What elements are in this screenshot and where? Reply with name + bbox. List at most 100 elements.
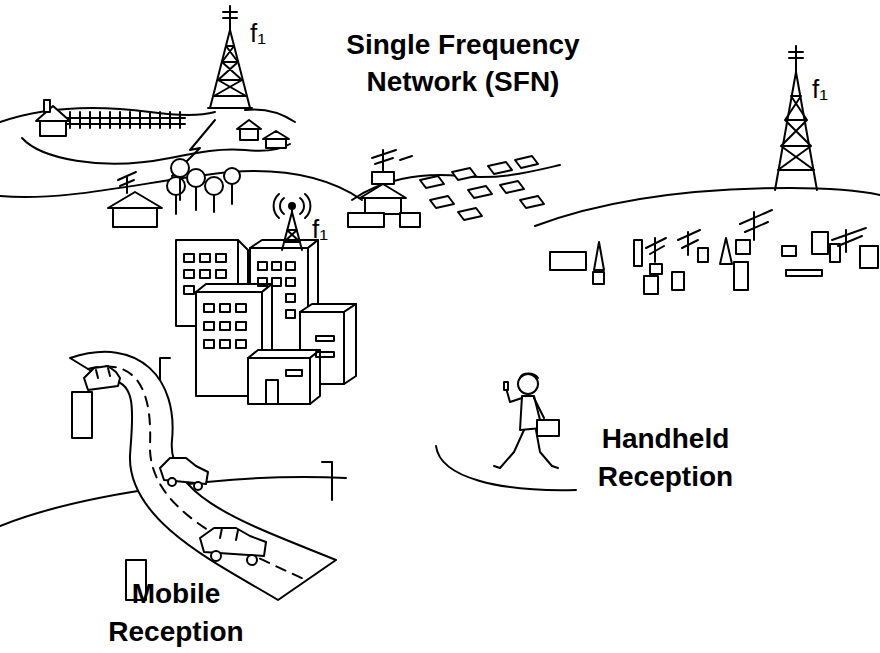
suburb-houses (782, 246, 796, 256)
house-with-antenna (113, 207, 157, 227)
highway (322, 462, 332, 500)
cars (160, 458, 208, 484)
small-houses (237, 120, 289, 148)
suburb-houses (593, 272, 604, 284)
handheld-area (436, 446, 576, 490)
farmhouse (36, 100, 70, 136)
frequency-label: f₁ (800, 74, 840, 104)
highway (72, 392, 92, 438)
city-buildings (316, 352, 334, 357)
house-with-antenna (108, 192, 162, 208)
city-buildings (310, 350, 320, 404)
rooftop-transmitter (274, 194, 311, 250)
cars (84, 366, 266, 565)
transmitter-tower (223, 6, 237, 30)
cars (220, 528, 238, 540)
highway (70, 352, 336, 600)
trees (176, 177, 232, 214)
rooftop-transmitter (289, 203, 295, 209)
transmitter-tower (789, 46, 803, 72)
trees (205, 177, 223, 195)
pagoda-house (360, 184, 406, 198)
village-roofs (458, 208, 482, 220)
cars (194, 482, 202, 490)
farmhouse (40, 120, 66, 136)
city-buildings (258, 262, 295, 318)
suburb-houses (644, 276, 658, 294)
pagoda-house (348, 213, 384, 227)
city-buildings (176, 240, 356, 404)
walking-person (537, 420, 559, 436)
trees (187, 169, 205, 187)
transmitter-tower (208, 6, 252, 108)
village-roofs (430, 196, 454, 208)
rooftop-transmitter (282, 212, 302, 250)
suburb-houses (786, 270, 822, 276)
small-houses (237, 120, 261, 129)
transmitter-tower (778, 96, 814, 170)
transmitter-tower (214, 46, 246, 96)
left-hills (22, 138, 290, 164)
cars (247, 555, 257, 565)
suburb-houses (678, 230, 700, 255)
village-roofs (452, 168, 476, 180)
cars (84, 366, 120, 390)
trees (171, 159, 189, 177)
city-buildings (248, 358, 310, 404)
city-buildings (204, 304, 246, 348)
trees (167, 159, 240, 214)
trees (167, 177, 185, 195)
city-buildings (266, 380, 278, 404)
city-buildings (316, 336, 334, 341)
pagoda-house (400, 213, 420, 227)
village-roofs (420, 176, 444, 188)
suburb-houses (860, 246, 878, 268)
village-roofs (468, 186, 492, 198)
highway (0, 352, 346, 600)
fence (62, 112, 185, 128)
cars (168, 478, 176, 486)
cars (211, 551, 221, 561)
frequency-label: f₁ (300, 214, 340, 244)
suburb-houses (650, 264, 662, 274)
right-hill (535, 188, 880, 226)
cars (96, 368, 110, 378)
reception-label: Mobile Reception (96, 575, 256, 651)
trees (224, 168, 240, 184)
small-houses (263, 131, 289, 139)
walking-person (518, 374, 538, 394)
reception-label: Handheld Reception (578, 420, 753, 496)
walking-person (494, 466, 558, 468)
suburb-houses (812, 232, 828, 254)
walking-person (504, 382, 508, 390)
farmhouse (36, 106, 70, 121)
suburb-houses (736, 240, 750, 254)
transmitter-tower (775, 46, 817, 190)
pagoda-house (348, 150, 560, 227)
suburb-houses (550, 210, 878, 294)
city-buildings (248, 350, 320, 358)
left-hills (0, 108, 215, 122)
diagram-title: Single Frequency Network (SFN) (318, 26, 608, 100)
suburb-houses (550, 252, 586, 270)
suburb-houses (646, 238, 666, 262)
walking-person (520, 374, 538, 379)
house-with-antenna (118, 172, 136, 193)
village-roofs (488, 162, 512, 174)
suburb-houses (720, 238, 732, 264)
transmitter-tower (208, 30, 252, 108)
suburb-houses (634, 240, 642, 266)
suburb-houses (594, 242, 604, 270)
village-roofs (420, 156, 544, 220)
frequency-label: f₁ (238, 18, 278, 48)
left-hills (245, 110, 295, 123)
village-roofs (515, 156, 538, 168)
house-with-antenna (108, 172, 162, 227)
highway (88, 366, 306, 580)
walking-person (494, 374, 559, 469)
city-buildings (286, 370, 302, 376)
pagoda-house (372, 172, 394, 184)
farmhouse (44, 100, 50, 112)
